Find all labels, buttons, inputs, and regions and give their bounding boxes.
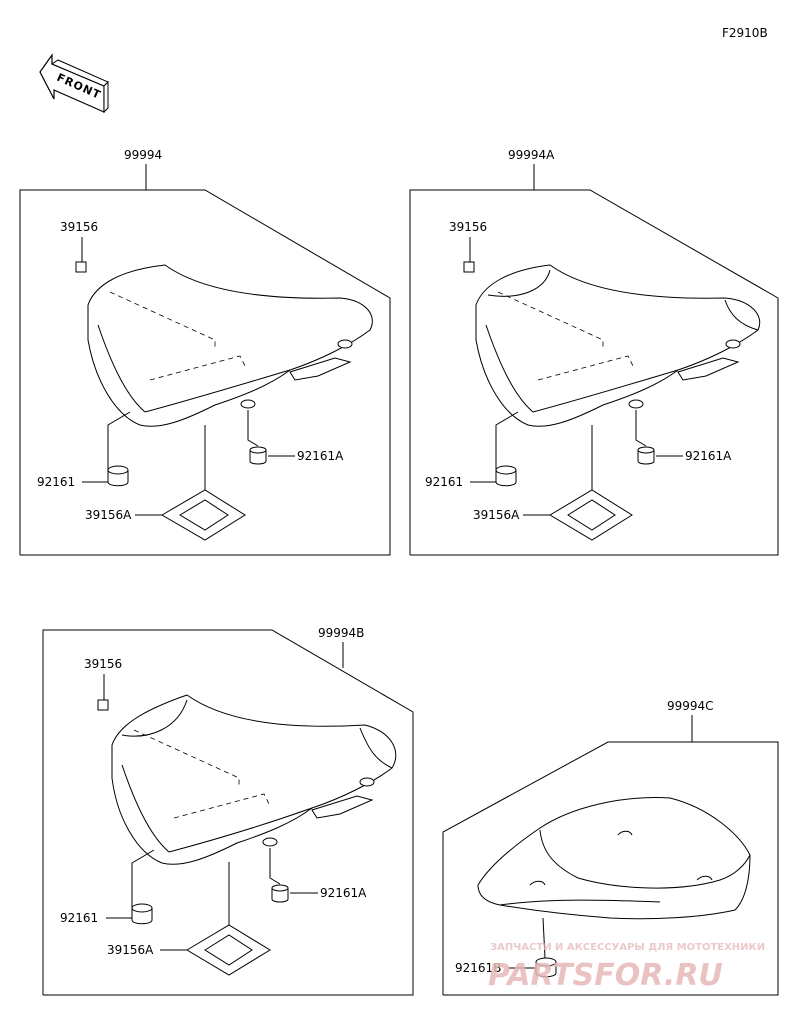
stopper-icon [107,465,129,487]
pillion-seat-icon [477,797,751,920]
label-part-icon [75,261,87,273]
watermark-line1: ЗАПЧАСТИ И АКСЕССУАРЫ ДЛЯ МОТОТЕХНИКИ [490,942,765,953]
panel-99994b: 99994B 39156 92161 92161A [42,626,414,996]
panel-99994c: 99994C 92161B [442,699,779,996]
stopper-a-number: 92161A [685,449,732,463]
seat-icon [111,694,397,865]
label-part-icon [97,699,109,711]
stopper-icon [495,465,517,487]
pad-icon [549,489,633,541]
seat-icon [87,264,373,427]
stopper-b-number: 92161B [455,961,501,975]
panel-99994: 99994 39156 92161 92161A [19,148,391,556]
stopper-number: 92161 [425,475,463,489]
pad-icon [161,489,246,541]
stopper-a-icon [271,884,289,903]
watermark: ЗАПЧАСТИ И АКСЕССУАРЫ ДЛЯ МОТОТЕХНИКИ PA… [488,942,765,993]
panel-99994a: 99994A 39156 92161 92161A [409,148,779,556]
seat-icon [475,264,761,427]
stopper-a-number: 92161A [297,449,344,463]
part-label-number: 39156 [84,657,122,671]
stopper-a-number: 92161A [320,886,367,900]
front-arrow-icon: FRONT [39,53,109,114]
stopper-number: 92161 [60,911,98,925]
stopper-number: 92161 [37,475,75,489]
assembly-number: 99994 [124,148,162,162]
assembly-number: 99994A [508,148,555,162]
stopper-a-icon [249,446,267,465]
pad-number: 39156A [107,943,154,957]
assembly-number: 99994C [667,699,714,713]
label-part-icon [463,261,475,273]
pad-number: 39156A [85,508,132,522]
part-label-number: 39156 [60,220,98,234]
pad-icon [186,924,271,976]
stopper-b-icon [535,957,557,978]
part-label-number: 39156 [449,220,487,234]
stopper-icon [131,903,153,925]
watermark-line2: PARTSFOR.RU [488,958,723,993]
pad-number: 39156A [473,508,520,522]
figure-code: F2910B [722,26,768,40]
stopper-a-icon [637,446,655,465]
assembly-number: 99994B [318,626,364,640]
